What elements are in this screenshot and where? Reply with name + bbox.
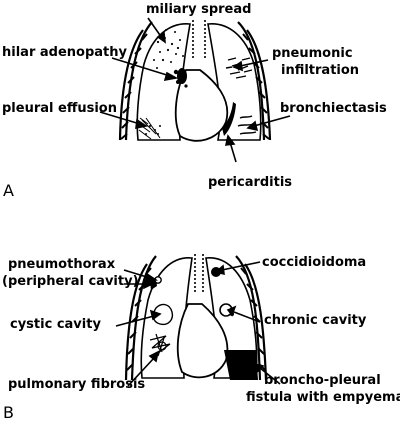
- label-pulmonary-fibrosis: pulmonary fibrosis: [8, 377, 145, 392]
- infiltration-a: [225, 57, 253, 79]
- labels-b: pneumothorax (peripheral cavity) cystic …: [2, 255, 400, 422]
- label-cystic-cavity: cystic cavity: [10, 317, 101, 332]
- label-hilar-adenopathy: hilar adenopathy: [2, 45, 128, 60]
- effusion-dots-a: [145, 125, 161, 135]
- panel-a: miliary spread hilar adenopathy pneumoni…: [2, 2, 387, 200]
- label-fistula-empyema: fistula with empyema: [246, 390, 400, 405]
- right-lung-outline-b: [205, 257, 258, 379]
- pericardial-thickening-a: [222, 102, 236, 136]
- label-bronchiectasis: bronchiectasis: [280, 101, 387, 116]
- label-pneumothorax: pneumothorax: [8, 257, 116, 272]
- panel-b: pneumothorax (peripheral cavity) cystic …: [2, 254, 400, 422]
- heart-a: [174, 69, 229, 142]
- label-broncho-pleural: broncho-pleural: [264, 373, 381, 388]
- label-miliary-spread: miliary spread: [146, 2, 251, 17]
- label-peripheral-cavity: (peripheral cavity): [2, 274, 139, 289]
- label-pneumonic: pneumonic: [272, 46, 353, 61]
- label-infiltration: infiltration: [281, 63, 359, 78]
- fibrosis-b: [149, 333, 171, 357]
- right-lung-outline-a: [207, 23, 262, 141]
- heart-b: [176, 303, 229, 379]
- label-pericarditis: pericarditis: [208, 175, 292, 190]
- label-coccidioidoma: coccidioidoma: [262, 255, 366, 270]
- panel-letter-b: B: [3, 403, 14, 422]
- empyema-b: [224, 350, 258, 380]
- labels-a: miliary spread hilar adenopathy pneumoni…: [2, 2, 387, 200]
- arrows-a: [99, 17, 291, 163]
- arrows-b: [115, 261, 281, 387]
- panel-letter-a: A: [3, 181, 14, 200]
- label-chronic-cavity: chronic cavity: [264, 313, 367, 328]
- label-pleural-effusion: pleural effusion: [2, 101, 117, 116]
- miliary-dots-a: [153, 29, 184, 69]
- hilar-mass-a: [173, 68, 188, 88]
- effusion-a: [138, 117, 161, 140]
